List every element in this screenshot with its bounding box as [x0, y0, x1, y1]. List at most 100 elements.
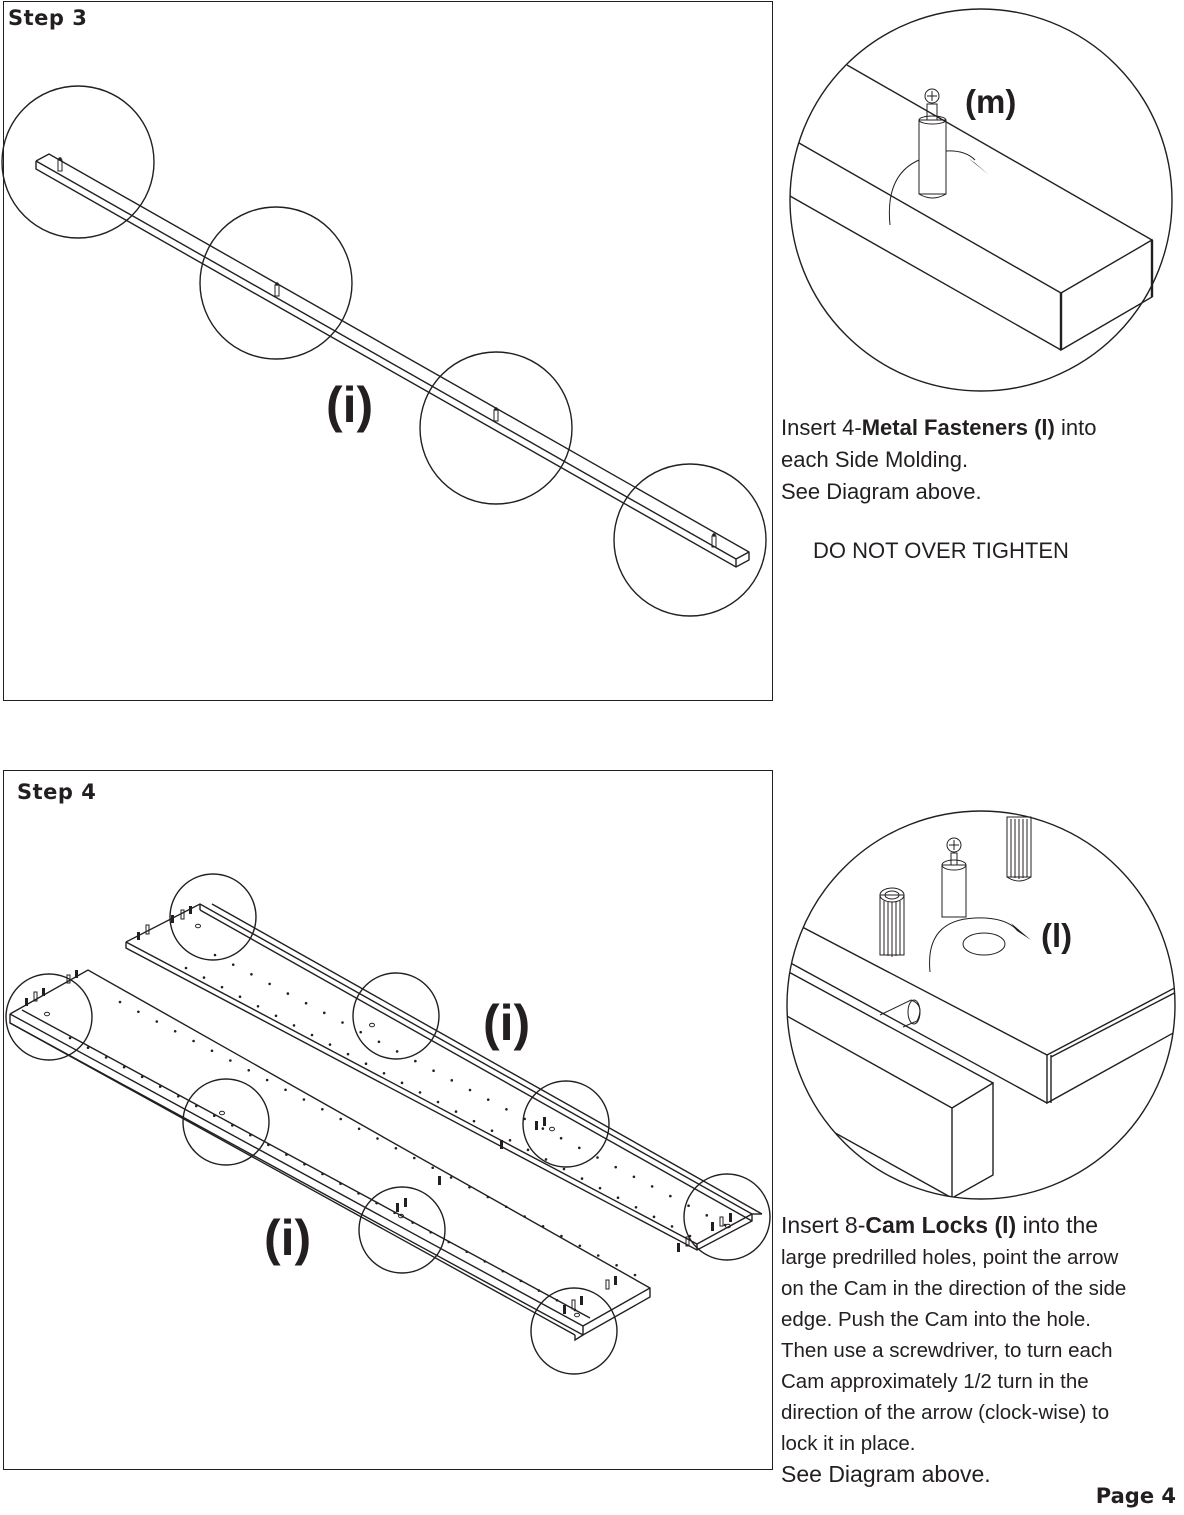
cam-hole — [962, 932, 1006, 956]
pin-hole — [541, 1127, 545, 1130]
pin-hole — [122, 1065, 126, 1069]
pin-hole — [577, 1146, 581, 1150]
pin-hole — [304, 1001, 308, 1005]
pin-hole — [285, 1153, 288, 1156]
arrow-head-icon — [1011, 923, 1031, 940]
instr-line: direction of the arrow (clock-wise) to — [781, 1401, 1110, 1424]
pin-hole — [431, 1166, 434, 1170]
pin-hole — [231, 1124, 234, 1127]
pin-hole — [364, 1062, 368, 1066]
instr-line: Cam approximately 1/2 turn in the — [781, 1370, 1089, 1393]
pin-hole — [250, 972, 253, 976]
fastener-icon — [493, 407, 499, 422]
highlight-circle — [199, 206, 353, 360]
pin-hole — [321, 1107, 324, 1111]
highlight-circle — [182, 1078, 270, 1166]
highlight-circle — [352, 972, 440, 1060]
pin-hole — [468, 1088, 472, 1092]
highlight-circle — [683, 1173, 771, 1261]
pin-hole — [555, 1298, 559, 1302]
pin-hole — [137, 1010, 140, 1014]
instr-text: into — [1054, 415, 1097, 440]
highlight-circle — [169, 873, 257, 961]
pin-hole — [544, 1158, 548, 1161]
pin-hole — [508, 1138, 512, 1142]
instr-line: See Diagram above. — [781, 1461, 991, 1487]
instr-line: large predrilled holes, point the arrow — [781, 1246, 1119, 1269]
dowel-icon — [571, 1299, 576, 1310]
shelf-pin-holes — [68, 953, 727, 1312]
dowel-icon — [500, 1140, 503, 1149]
part-name: Metal Fasteners (l) — [861, 415, 1055, 440]
highlight-circle — [5, 973, 93, 1061]
dowel-icon — [719, 1216, 724, 1227]
instr-text: into the — [1016, 1212, 1099, 1238]
pin-hole — [454, 1110, 458, 1113]
step3-detail-label: (m) — [965, 83, 1016, 120]
pin-hole — [68, 1036, 72, 1040]
pin-hole — [505, 1107, 508, 1111]
pin-hole — [632, 1175, 636, 1179]
pin-hole — [670, 1225, 674, 1228]
pin-hole — [615, 1263, 618, 1267]
pin-hole — [523, 1215, 526, 1218]
pin-hole — [436, 1100, 440, 1104]
pin-hole — [274, 1014, 278, 1018]
pin-hole — [376, 1137, 379, 1140]
dowel-icon — [614, 1276, 617, 1285]
pin-hole — [339, 1182, 342, 1186]
step4-diagram: (i) (i) — [5, 873, 771, 1375]
pin-hole — [598, 1186, 602, 1190]
pin-hole — [382, 1071, 386, 1075]
pin-hole — [449, 1176, 453, 1179]
molding-closeup — [789, 64, 1154, 352]
pin-hole — [634, 1205, 638, 1209]
dowel-pins — [25, 906, 732, 1314]
highlight-circle — [530, 1287, 618, 1375]
wood-dowel-icon — [879, 887, 905, 957]
instr-text: Insert 8- — [781, 1212, 866, 1238]
pin-hole — [504, 1205, 508, 1209]
pin-hole — [501, 1269, 505, 1273]
dowel-icon — [438, 1176, 441, 1185]
pin-hole — [173, 1029, 177, 1033]
step3-title: Step 3 — [8, 6, 88, 30]
pin-hole — [486, 1195, 490, 1199]
pin-hole — [450, 1079, 454, 1082]
dowel-icon — [42, 988, 45, 996]
cam-lock-holes — [44, 923, 731, 1318]
wood-dowel-icon — [1006, 816, 1032, 882]
pin-hole — [394, 1146, 398, 1150]
pin-hole — [265, 1078, 269, 1082]
pin-hole — [140, 1075, 144, 1079]
dowel-icon — [729, 1213, 732, 1222]
side-molding — [35, 153, 750, 568]
dowel-icon — [404, 1198, 407, 1207]
arrow-head-icon — [968, 158, 989, 175]
dowel-icon — [580, 1296, 583, 1305]
dowel-icon — [33, 991, 38, 1002]
pin-hole — [541, 1224, 545, 1228]
pin-hole — [286, 992, 290, 995]
pin-hole — [302, 1098, 306, 1101]
dowel-icon — [137, 932, 140, 940]
pin-hole — [705, 1214, 709, 1217]
instr-line: lock it in place. — [781, 1432, 916, 1455]
dowel-icon — [677, 1243, 680, 1252]
pin-hole — [652, 1215, 656, 1219]
pin-hole — [578, 1244, 582, 1248]
dowel-icon — [605, 1279, 610, 1290]
instr-line: Then use a screwdriver, to turn each — [781, 1339, 1113, 1362]
pin-hole — [490, 1129, 494, 1133]
pin-hole — [526, 1148, 530, 1152]
pin-hole — [194, 1104, 198, 1108]
step4-part-label-lower: (i) — [264, 1210, 311, 1266]
dowel-icon — [180, 909, 185, 920]
pin-hole — [284, 1088, 287, 1092]
fastener-icon — [711, 533, 717, 548]
pin-hole — [341, 1021, 344, 1024]
pin-hole — [346, 1052, 350, 1056]
pin-hole — [537, 1289, 541, 1292]
pin-hole — [429, 1230, 433, 1234]
metal-fastener-icon — [918, 88, 947, 199]
